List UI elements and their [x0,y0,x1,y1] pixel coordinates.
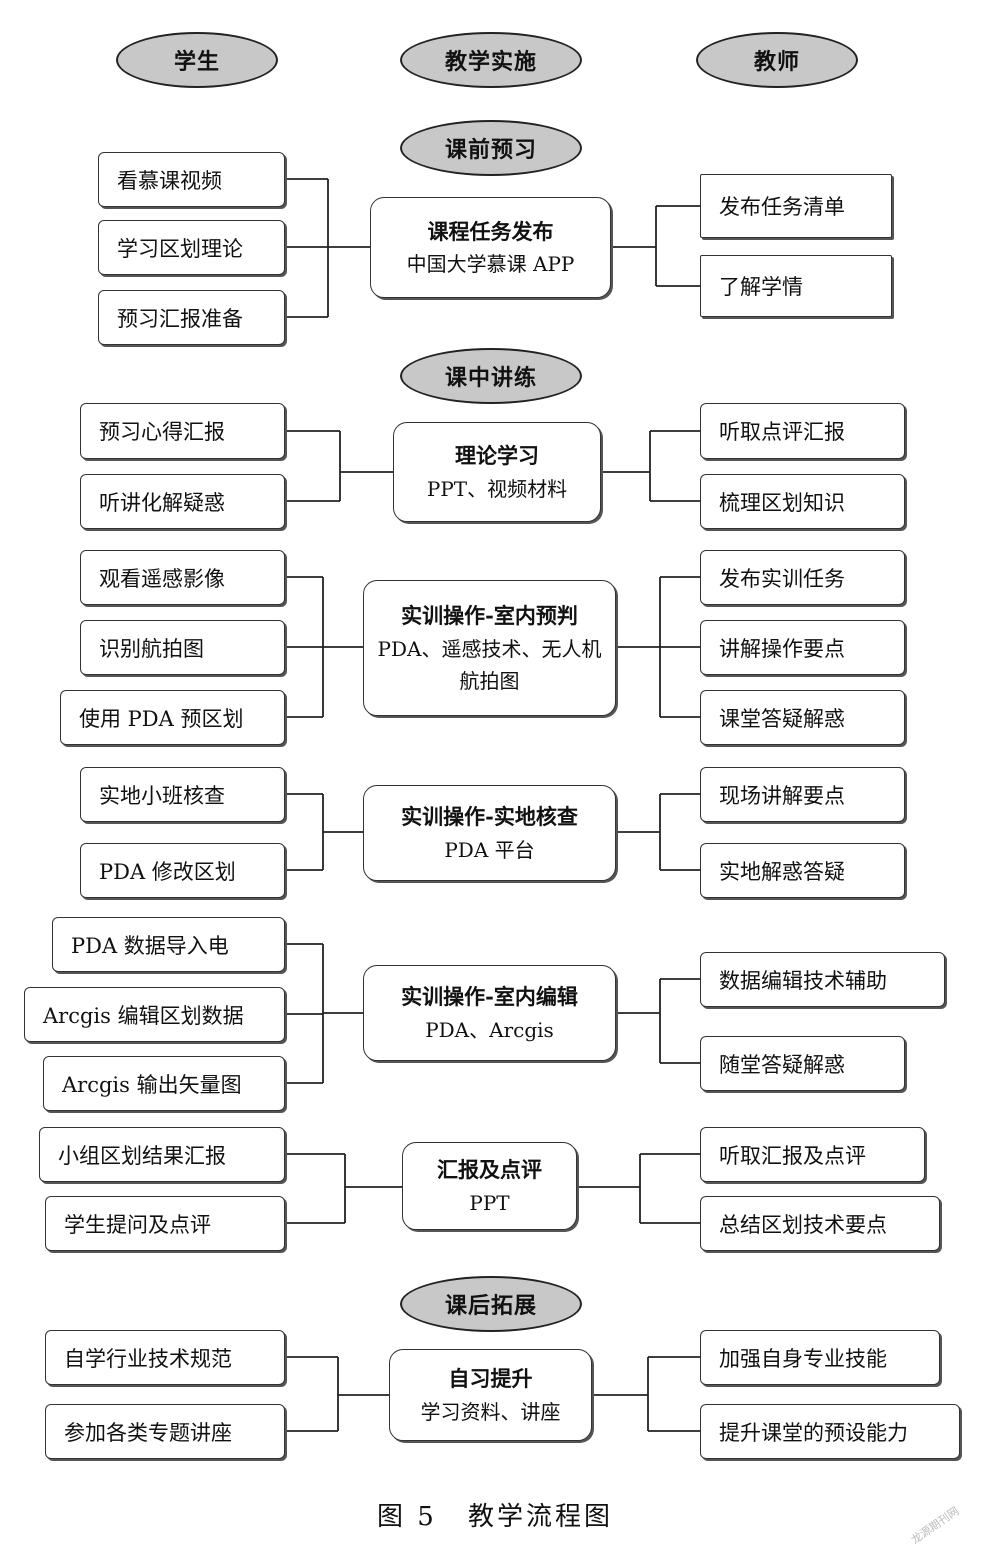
center-title: 实训操作-实地核查 [401,804,578,830]
student-box: 看慕课视频 [98,152,285,207]
header-student: 学生 [116,32,278,88]
teacher-box: 发布任务清单 [700,174,892,238]
student-box: 使用 PDA 预区划 [60,690,285,745]
center-box-indoor-edit: 实训操作-室内编辑 PDA、Arcgis [363,965,616,1061]
teacher-box: 了解学情 [700,255,892,317]
student-box: PDA 数据导入电 [52,917,285,972]
teacher-box: 随堂答疑解惑 [700,1036,905,1091]
student-box: 学习区划理论 [98,220,285,275]
center-title: 实训操作-室内预判 [401,603,578,629]
figure-label: 图 5 [376,1502,437,1532]
teacher-box: 提升课堂的预设能力 [700,1404,960,1459]
center-subtitle: PDA、Arcgis [425,1017,554,1042]
teacher-box: 实地解惑答疑 [700,843,905,898]
teacher-box: 总结区划技术要点 [700,1196,940,1251]
center-title: 课程任务发布 [427,218,554,244]
student-box: 小组区划结果汇报 [39,1127,285,1182]
center-subtitle: PPT [469,1190,510,1215]
student-box: 实地小班核查 [80,767,285,822]
student-box: 识别航拍图 [80,620,285,675]
student-box: Arcgis 输出矢量图 [43,1056,285,1111]
center-box-indoor-prejudge: 实训操作-室内预判 PDA、遥感技术、无人机航拍图 [363,580,616,716]
student-box: 观看遥感影像 [80,550,285,605]
stage-post-class: 课后拓展 [400,1276,582,1332]
center-subtitle: PDA、遥感技术、无人机航拍图 [377,636,602,693]
student-box: PDA 修改区划 [80,843,285,898]
teacher-box: 数据编辑技术辅助 [700,952,945,1007]
student-box: 听讲化解疑惑 [80,474,285,529]
center-box-field-check: 实训操作-实地核查 PDA 平台 [363,785,616,881]
center-subtitle: PDA 平台 [444,837,535,862]
center-title: 自习提升 [448,1366,533,1392]
center-subtitle: 中国大学慕课 APP [406,252,575,277]
teacher-box: 课堂答疑解惑 [700,690,905,745]
center-subtitle: 学习资料、讲座 [420,1399,561,1424]
teacher-box: 现场讲解要点 [700,767,905,822]
stage-pre-class: 课前预习 [400,120,582,176]
student-box: 预习汇报准备 [98,290,285,345]
teacher-box: 讲解操作要点 [700,620,905,675]
stage-in-class: 课中讲练 [400,348,582,404]
center-box-theory: 理论学习 PPT、视频材料 [393,422,601,522]
student-box: 自学行业技术规范 [45,1330,285,1385]
student-box: 预习心得汇报 [80,403,285,459]
center-title: 理论学习 [455,443,539,469]
teacher-box: 加强自身专业技能 [700,1330,940,1385]
center-box-task-release: 课程任务发布 中国大学慕课 APP [370,197,611,298]
center-title: 汇报及点评 [437,1157,542,1183]
figure-caption: 图 5 教学流程图 [0,1496,990,1533]
teacher-box: 听取汇报及点评 [700,1127,925,1182]
center-box-report-review: 汇报及点评 PPT [402,1142,577,1230]
student-box: 学生提问及点评 [45,1196,285,1251]
center-box-self-study: 自习提升 学习资料、讲座 [389,1349,592,1441]
figure-title: 教学流程图 [468,1502,614,1532]
header-teacher: 教师 [696,32,858,88]
teacher-box: 听取点评汇报 [700,403,905,459]
student-box: 参加各类专题讲座 [45,1404,285,1459]
center-title: 实训操作-室内编辑 [401,984,578,1010]
header-implementation: 教学实施 [400,32,582,88]
teacher-box: 梳理区划知识 [700,474,905,529]
student-box: Arcgis 编辑区划数据 [24,987,285,1042]
center-subtitle: PPT、视频材料 [426,476,568,501]
teacher-box: 发布实训任务 [700,550,905,605]
